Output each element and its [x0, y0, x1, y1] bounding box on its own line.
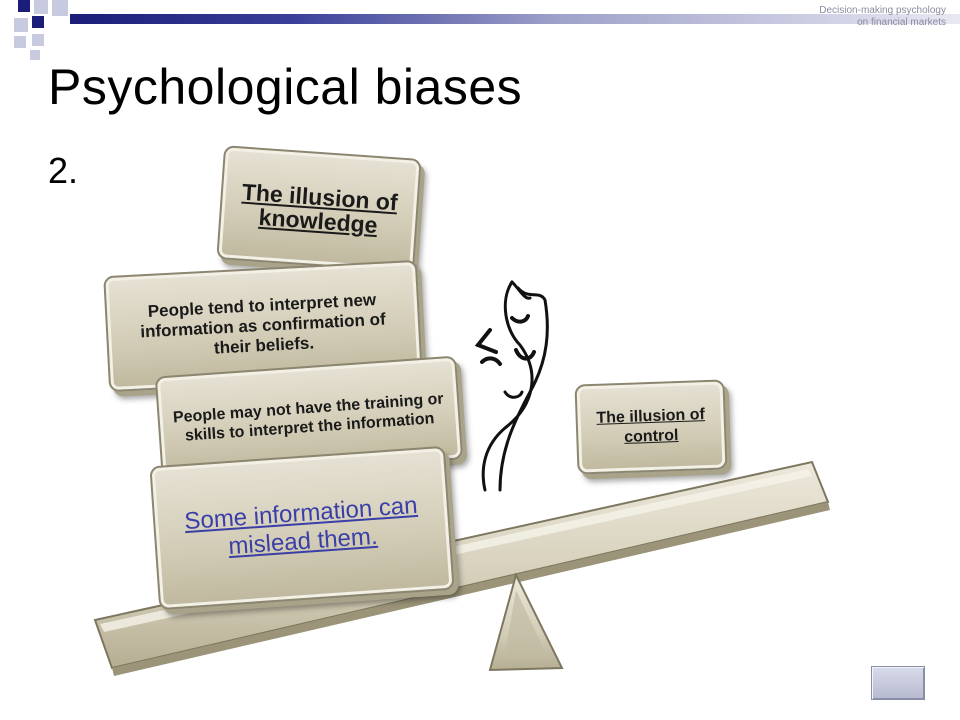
mislead-box[interactable]: Some information can mislead them.	[149, 445, 455, 611]
illusion-of-knowledge-box: The illusion of knowledge	[216, 145, 422, 273]
decor-square-1	[18, 0, 30, 12]
header-note: Decision-making psychology on financial …	[819, 5, 946, 28]
decor-square-8	[30, 50, 40, 60]
interpret-confirmation-text: People tend to interpret new information…	[139, 290, 387, 358]
slide-title: Psychological biases	[48, 59, 523, 115]
slide-number-label: 2.	[48, 150, 79, 191]
illusion-of-control-link[interactable]: The illusion of control	[596, 406, 706, 446]
decor-square-5	[32, 16, 44, 28]
decor-square-2	[34, 0, 48, 14]
decor-square-3	[52, 0, 68, 16]
header-gradient-bar	[70, 14, 960, 24]
mislead-link[interactable]: Some information can mislead them.	[183, 491, 419, 561]
seesaw-fulcrum	[488, 572, 564, 672]
decor-square-4	[14, 18, 28, 32]
decor-square-6	[14, 36, 26, 48]
decor-square-7	[32, 34, 44, 46]
training-skills-text: People may not have the training or skil…	[172, 390, 445, 445]
navigation-button[interactable]	[871, 666, 925, 700]
theater-masks-icon	[474, 280, 549, 492]
illusion-of-control-box[interactable]: The illusion of control	[574, 379, 728, 475]
illusion-of-knowledge-label: The illusion of knowledge	[241, 178, 399, 239]
